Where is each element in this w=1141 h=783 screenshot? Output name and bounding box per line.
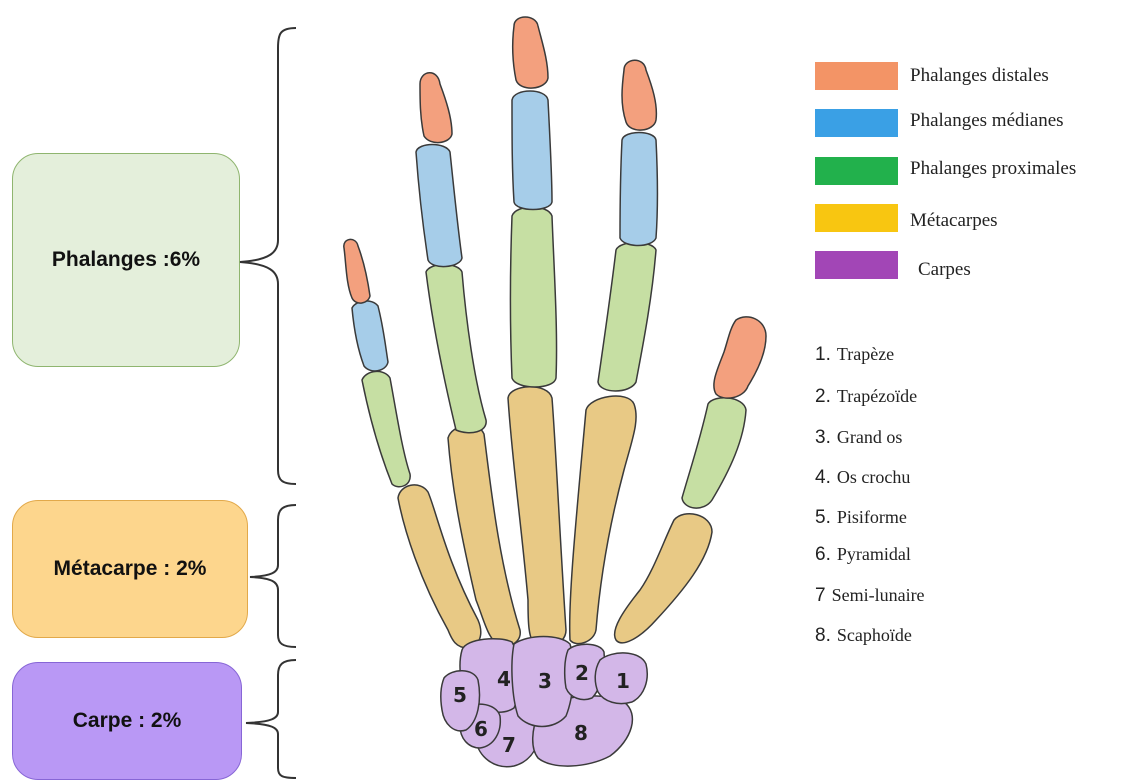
carpal-list-number: 6.: [815, 544, 831, 565]
middle-phalanx-2: [620, 133, 658, 246]
carpal-list-number: 2.: [815, 386, 831, 407]
carpal-list-number: 1.: [815, 344, 831, 365]
carpal-list-number: 7: [815, 585, 826, 606]
carpal-list-item: 6. Pyramidal: [815, 544, 911, 566]
carpal-label-5: 5: [453, 683, 467, 707]
carpal-list-number: 5.: [815, 507, 831, 528]
carpal-list-item: 5. Pisiforme: [815, 507, 907, 529]
carpal-list-item: 2. Trapézoïde: [815, 386, 917, 408]
middle-phalanx-3: [512, 91, 552, 210]
carpal-label-6: 6: [474, 717, 488, 741]
proximal-phalanx-2: [598, 243, 656, 392]
carpal-list-item: 1. Trapèze: [815, 344, 894, 366]
phalanges-bracket: [240, 28, 296, 484]
carpal-label-4: 4: [497, 667, 511, 691]
legend-swatch-distales: [815, 62, 898, 90]
legend-label-metacarpes: Métacarpes: [910, 210, 998, 232]
carpal-list-number: 3.: [815, 427, 831, 448]
metacarpe-bracket: [250, 505, 296, 647]
middle-phalanx-5: [352, 301, 388, 371]
proximal-phalanx-1: [682, 398, 746, 508]
metacarpal-3: [508, 387, 566, 647]
proximal-phalanx-3: [511, 207, 557, 387]
distal-phalanx-4: [420, 73, 452, 143]
legend-label-distales: Phalanges distales: [910, 65, 1049, 87]
legend-swatch-metacarpes: [815, 204, 898, 232]
middle-finger: [508, 17, 566, 647]
carpal-list-name: Trapèze: [837, 344, 894, 364]
carpal-list-item: 3. Grand os: [815, 427, 902, 449]
legend-swatch-carpes: [815, 251, 898, 279]
carpal-label-8: 8: [574, 721, 588, 745]
carpal-list-name: Pyramidal: [837, 544, 911, 564]
legend-label-medianes: Phalanges médianes: [910, 110, 1064, 132]
index-finger: [570, 60, 658, 643]
carpal-label-2: 2: [575, 661, 589, 685]
legend-swatch-proximales: [815, 157, 898, 185]
carpal-label-7: 7: [502, 733, 516, 757]
carpal-list-name: Trapézoïde: [837, 386, 917, 406]
carpal-list-item: 8. Scaphoïde: [815, 625, 912, 647]
middle-phalanx-4: [416, 145, 462, 267]
carpal-list-name: Pisiforme: [837, 507, 907, 527]
carpal-list-item: 7 Semi-lunaire: [815, 585, 925, 607]
carpal-list-name: Semi-lunaire: [832, 585, 925, 605]
legend-label-proximales: Phalanges proximales: [910, 158, 1076, 180]
distal-phalanx-5: [344, 239, 370, 303]
distal-phalanx-1: [714, 317, 766, 398]
distal-phalanx-3: [513, 17, 548, 88]
distal-phalanx-2: [622, 60, 656, 130]
carpal-list-name: Os crochu: [837, 467, 910, 487]
carpal-bones: [441, 637, 648, 767]
carpal-list-number: 4.: [815, 467, 831, 488]
legend-swatch-medianes: [815, 109, 898, 137]
carpal-list-number: 8.: [815, 625, 831, 646]
carpal-list-name: Scaphoïde: [837, 625, 912, 645]
metacarpal-1: [615, 514, 712, 643]
legend-label-carpes: Carpes: [918, 259, 971, 281]
proximal-phalanx-5: [362, 371, 410, 486]
metacarpal-2: [570, 396, 636, 644]
carpal-label-3: 3: [538, 669, 552, 693]
carpal-list-name: Grand os: [837, 427, 903, 447]
carpal-label-1: 1: [616, 669, 630, 693]
carpe-bracket: [246, 660, 296, 778]
proximal-phalanx-4: [426, 265, 486, 433]
carpal-list-item: 4. Os crochu: [815, 467, 910, 489]
